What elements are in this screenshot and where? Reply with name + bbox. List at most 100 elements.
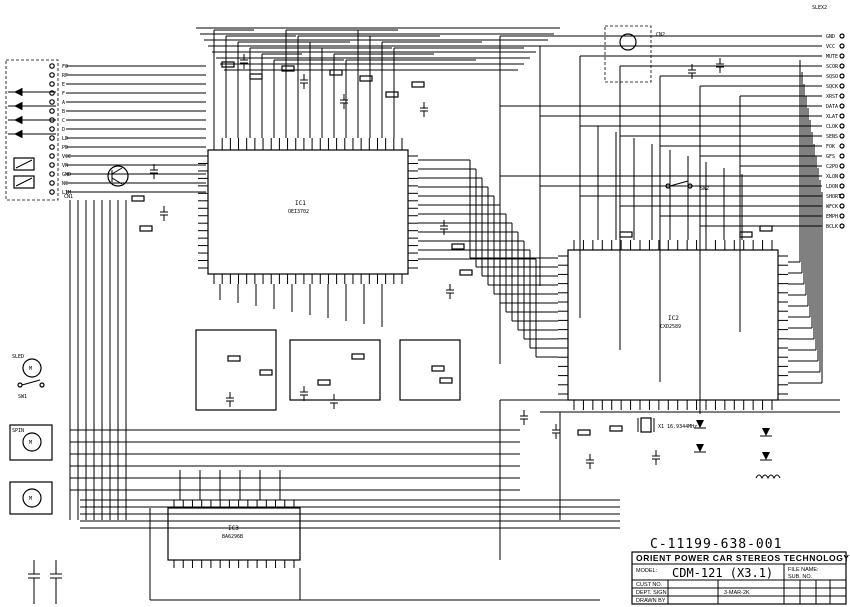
motor-sled: M SLED — [12, 354, 42, 378]
connector-pin — [49, 90, 55, 96]
ic2-chip: IC2 CXD2589 — [558, 240, 788, 410]
resistor — [317, 379, 331, 386]
resistor — [385, 91, 399, 98]
connector-pin-label: PD — [62, 145, 68, 151]
switch-sw1-label: SW1 — [18, 394, 27, 400]
resistor — [609, 425, 623, 432]
net-terminal — [839, 163, 845, 169]
connector-pin-label: F — [62, 91, 65, 97]
diode-d3 — [694, 420, 706, 429]
drawing-date: 3-MAR-2K — [724, 590, 750, 596]
net-terminal — [839, 143, 845, 149]
model-label: MODEL: — [636, 568, 658, 574]
net-terminal — [839, 153, 845, 159]
net-label: XRST — [826, 94, 838, 100]
net-label: LDON — [826, 184, 838, 190]
resistor — [351, 353, 365, 360]
resistor — [619, 231, 633, 238]
connector-pin-label: FO — [62, 64, 68, 70]
row-label-1: CUST NO. — [636, 582, 663, 588]
resistor — [739, 231, 753, 238]
ic1-chip: IC1 OEI3702 — [198, 138, 418, 284]
connector-pin-label: B — [62, 109, 65, 115]
net-label: SENS — [826, 134, 838, 140]
net-terminal — [839, 83, 845, 89]
ic3-chip: IC3 BA6296B — [167, 500, 301, 568]
ic2-part: CXD2589 — [660, 324, 681, 330]
net-label: DATA — [826, 104, 838, 110]
net-label: SQSO — [826, 74, 838, 80]
motor-spin: M SPIN — [12, 428, 42, 452]
connector-pin-label: NC — [62, 181, 68, 187]
connector-pin-label: VCC — [62, 154, 71, 160]
resistor — [131, 195, 145, 202]
connector-pin-label: D — [62, 127, 65, 133]
spin-motor-frame — [9, 424, 53, 461]
title-block: ORIENT POWER CAR STEREOS TECHNOLOGY LIMI… — [631, 551, 850, 605]
net-label: EMPH — [826, 214, 838, 220]
motor-spin-label: SPIN — [12, 428, 24, 434]
resistor — [249, 73, 263, 80]
diode-d1 — [760, 428, 772, 437]
resistor — [221, 61, 235, 68]
net-terminal — [839, 203, 845, 209]
net-terminal — [839, 103, 845, 109]
connector-pin-label: GND — [62, 172, 71, 178]
crystal-x1: X1 16.9344MHz — [637, 417, 697, 433]
net-label: MUTE — [826, 54, 838, 60]
net-terminal — [839, 223, 845, 229]
resistor — [259, 369, 273, 376]
svg-text:M: M — [29, 440, 32, 446]
resistor — [329, 69, 343, 76]
svg-text:M: M — [29, 496, 32, 502]
connector-pin — [49, 162, 55, 168]
pickup-diode-2 — [8, 102, 56, 110]
pickup-diode-4 — [8, 130, 56, 138]
diode-d4 — [694, 444, 706, 453]
switch-sw1: SW1 — [17, 379, 45, 400]
passive-components — [131, 54, 773, 469]
net-label: SHORT — [826, 194, 841, 200]
left-connector-label: CN1 — [64, 194, 73, 200]
connector-pin — [49, 171, 55, 177]
resistor — [411, 81, 425, 88]
net-terminal — [839, 213, 845, 219]
net-terminal — [839, 173, 845, 179]
row-label-2: DEPT. SIGN — [636, 590, 667, 596]
ic1-ref: IC1 — [295, 200, 306, 207]
resistor — [451, 243, 465, 250]
resistor — [359, 75, 373, 82]
connector-pin-label: C — [62, 118, 65, 124]
net-terminal — [839, 133, 845, 139]
net-label: C2PO — [826, 164, 838, 170]
connector-pin — [49, 117, 55, 123]
connector-pin-label: VR — [62, 163, 69, 169]
ic1-part: OEI3702 — [288, 209, 309, 215]
connector-pin — [49, 153, 55, 159]
resistor — [431, 365, 445, 372]
net-terminal — [839, 123, 845, 129]
amp-block — [399, 339, 461, 401]
connector-pin — [49, 108, 55, 114]
net-label: GFS — [826, 154, 835, 160]
connector-pin — [49, 99, 55, 105]
ic3-part: BA6296B — [222, 534, 243, 540]
top-right-connector-label: CN2 — [656, 32, 665, 38]
connector-pin — [49, 72, 55, 78]
connector-pin — [49, 189, 55, 195]
motor-3-frame — [9, 481, 53, 515]
bottom-left-caps — [28, 560, 62, 604]
motor-sled-label: SLED — [12, 354, 24, 360]
net-terminal — [839, 53, 845, 59]
net-terminal — [839, 193, 845, 199]
resistor — [227, 355, 241, 362]
connector-pin-label: A — [62, 100, 65, 106]
row-label-3: DRAWN BY — [636, 598, 666, 604]
model-value: CDM-121 (X3.1) — [672, 566, 773, 580]
pickup-laser — [13, 175, 35, 189]
net-label: VCC — [826, 44, 835, 50]
connector-pin — [49, 63, 55, 69]
file-name-label: FILE NAME: — [788, 567, 819, 573]
